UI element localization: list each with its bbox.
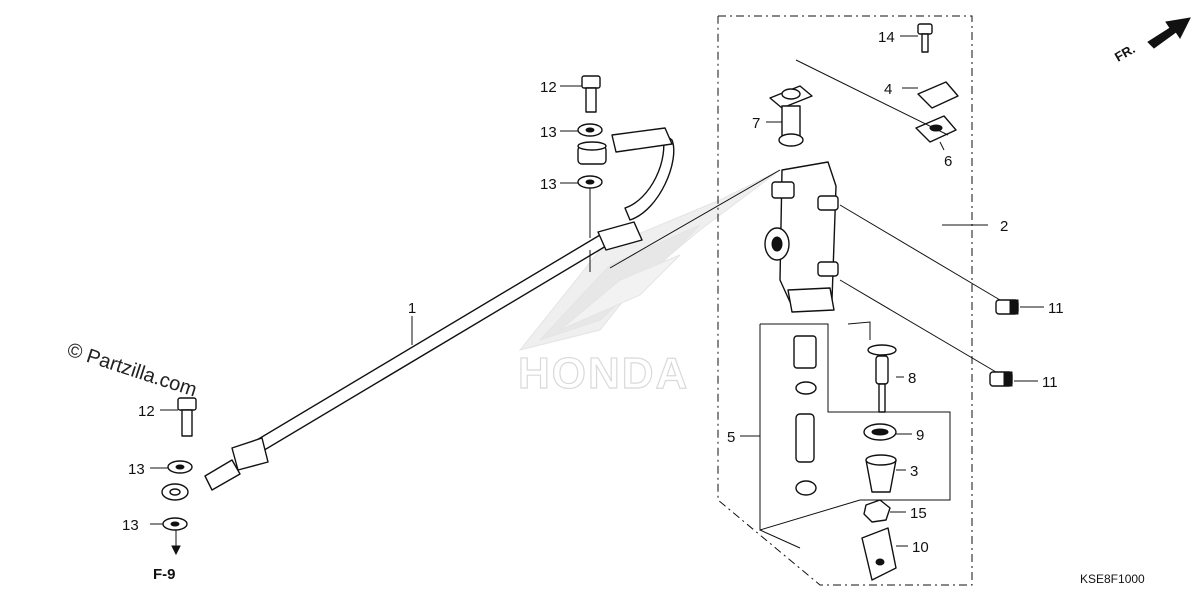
callout-12b: 12	[138, 403, 155, 420]
callout-13a: 13	[540, 124, 557, 141]
push-rod	[867, 344, 897, 413]
callout-4: 4	[884, 81, 892, 98]
copyright-watermark: © Partzilla.com	[64, 339, 199, 402]
honda-brand-text: HONDA	[518, 349, 689, 398]
cover-screw	[917, 23, 933, 53]
callout-2: 2	[1000, 218, 1008, 235]
front-direction-arrow: FR.	[1112, 17, 1191, 65]
callout-15: 15	[910, 505, 927, 522]
callout-11b: 11	[1042, 374, 1058, 391]
reservoir-cover	[915, 81, 959, 143]
lower-oil-bolt	[177, 397, 197, 437]
callout-11a: 11	[1048, 300, 1064, 317]
honda-wing-logo: HONDA	[517, 169, 781, 399]
mounting-bolts	[989, 299, 1019, 387]
diagram-code: KSE8F1000	[1080, 572, 1145, 586]
callout-5: 5	[727, 429, 735, 446]
callout-13b: 13	[540, 176, 557, 193]
callout-1: 1	[408, 300, 416, 317]
reference-f9: F-9	[153, 566, 176, 583]
front-direction-label: FR.	[1112, 41, 1138, 64]
upper-oil-bolt	[581, 75, 601, 113]
leader-lines	[150, 35, 1044, 556]
callout-14: 14	[878, 29, 895, 46]
master-cylinder-body	[764, 161, 839, 313]
lower-banjo-fitting	[161, 483, 189, 501]
callout-8: 8	[908, 370, 916, 387]
callout-10: 10	[912, 539, 929, 556]
callout-3: 3	[910, 463, 918, 480]
piston-set	[793, 335, 817, 496]
callout-13c: 13	[128, 461, 145, 478]
upper-banjo-fitting	[577, 141, 607, 165]
reservoir-joint	[769, 85, 813, 147]
callout-12a: 12	[540, 79, 557, 96]
callout-9: 9	[916, 427, 924, 444]
callout-6: 6	[944, 153, 952, 170]
joint-clevis	[861, 527, 897, 581]
brake-hose	[204, 127, 675, 491]
callout-13d: 13	[122, 517, 139, 534]
nut	[863, 499, 891, 523]
callout-7: 7	[752, 115, 760, 132]
boot	[865, 454, 897, 493]
assembly-group-box	[717, 15, 973, 586]
circlip	[863, 423, 897, 441]
